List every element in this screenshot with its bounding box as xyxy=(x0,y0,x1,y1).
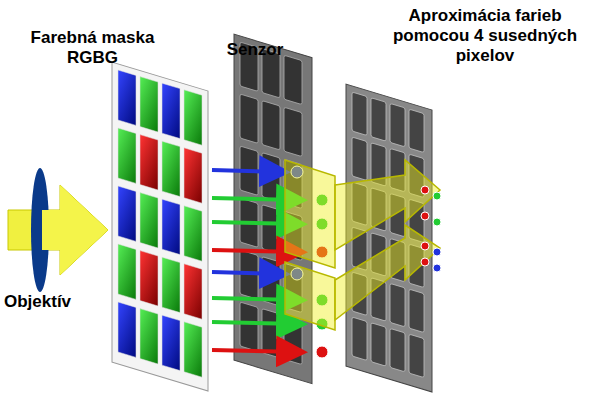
panel-label: Senzor xyxy=(210,40,300,60)
panel-label: Objektív xyxy=(4,292,94,312)
panel-label: Farebná maska RGBG xyxy=(30,28,155,68)
panel-label: Aproximácia farieb pomocou 4 susedných p… xyxy=(385,6,585,66)
color-mask xyxy=(112,62,208,391)
